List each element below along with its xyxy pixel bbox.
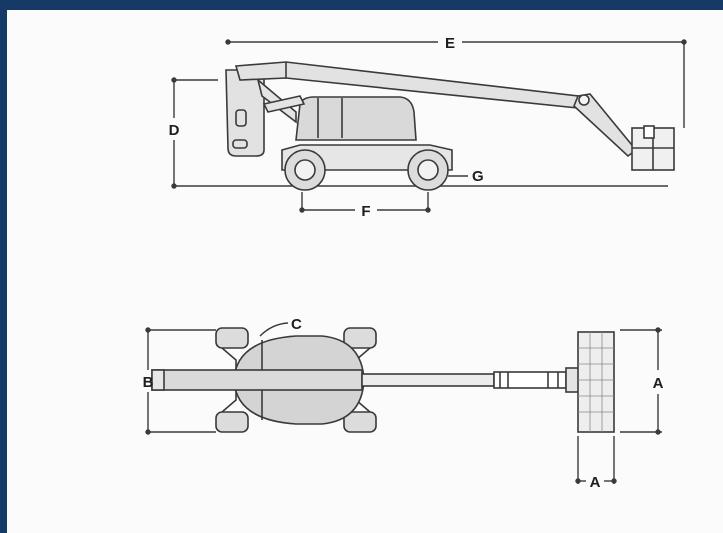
counterweight-cutout (235, 109, 247, 127)
rear-wheel (284, 149, 326, 191)
dimension-tick (145, 327, 151, 333)
wheel-rear-top (215, 327, 249, 349)
label-b: B (143, 374, 154, 391)
dimension-tick (299, 207, 305, 213)
turret-housing (295, 96, 417, 141)
dimension-tick (171, 183, 177, 189)
dimension-tick (575, 478, 581, 484)
dimension-tick (145, 429, 151, 435)
label-g: G (472, 168, 484, 185)
platform-grid (578, 332, 614, 432)
label-e: E (445, 35, 455, 52)
inner-boom-top (361, 373, 495, 387)
jib-pivot (578, 94, 590, 106)
front-wheel (407, 149, 449, 191)
dimension-tick (611, 478, 617, 484)
platform-top (577, 331, 615, 433)
top-view (151, 327, 615, 433)
side-dimensions (171, 39, 687, 213)
label-f: F (361, 203, 370, 220)
jib-top (493, 371, 567, 389)
side-view (174, 61, 675, 191)
label-a-width: A (590, 474, 601, 491)
wheel-front-bottom (343, 411, 377, 433)
dimension-c-leader (259, 322, 289, 337)
top-dimensions (145, 322, 662, 484)
boom-top (151, 369, 363, 391)
counterweight (225, 69, 265, 157)
dimension-tick (425, 207, 431, 213)
control-box (643, 125, 655, 139)
dimension-tick (225, 39, 231, 45)
dimension-tick (171, 77, 177, 83)
label-a-height: A (653, 375, 664, 392)
boom-end-cap (151, 369, 165, 391)
label-c: C (291, 316, 302, 333)
riser-link (262, 95, 306, 113)
label-d: D (169, 122, 180, 139)
counterweight-cutout (232, 139, 248, 149)
wheel-front-top (343, 327, 377, 349)
dimension-tick (655, 429, 661, 435)
dimension-tick (655, 327, 661, 333)
wheel-rear-bottom (215, 411, 249, 433)
